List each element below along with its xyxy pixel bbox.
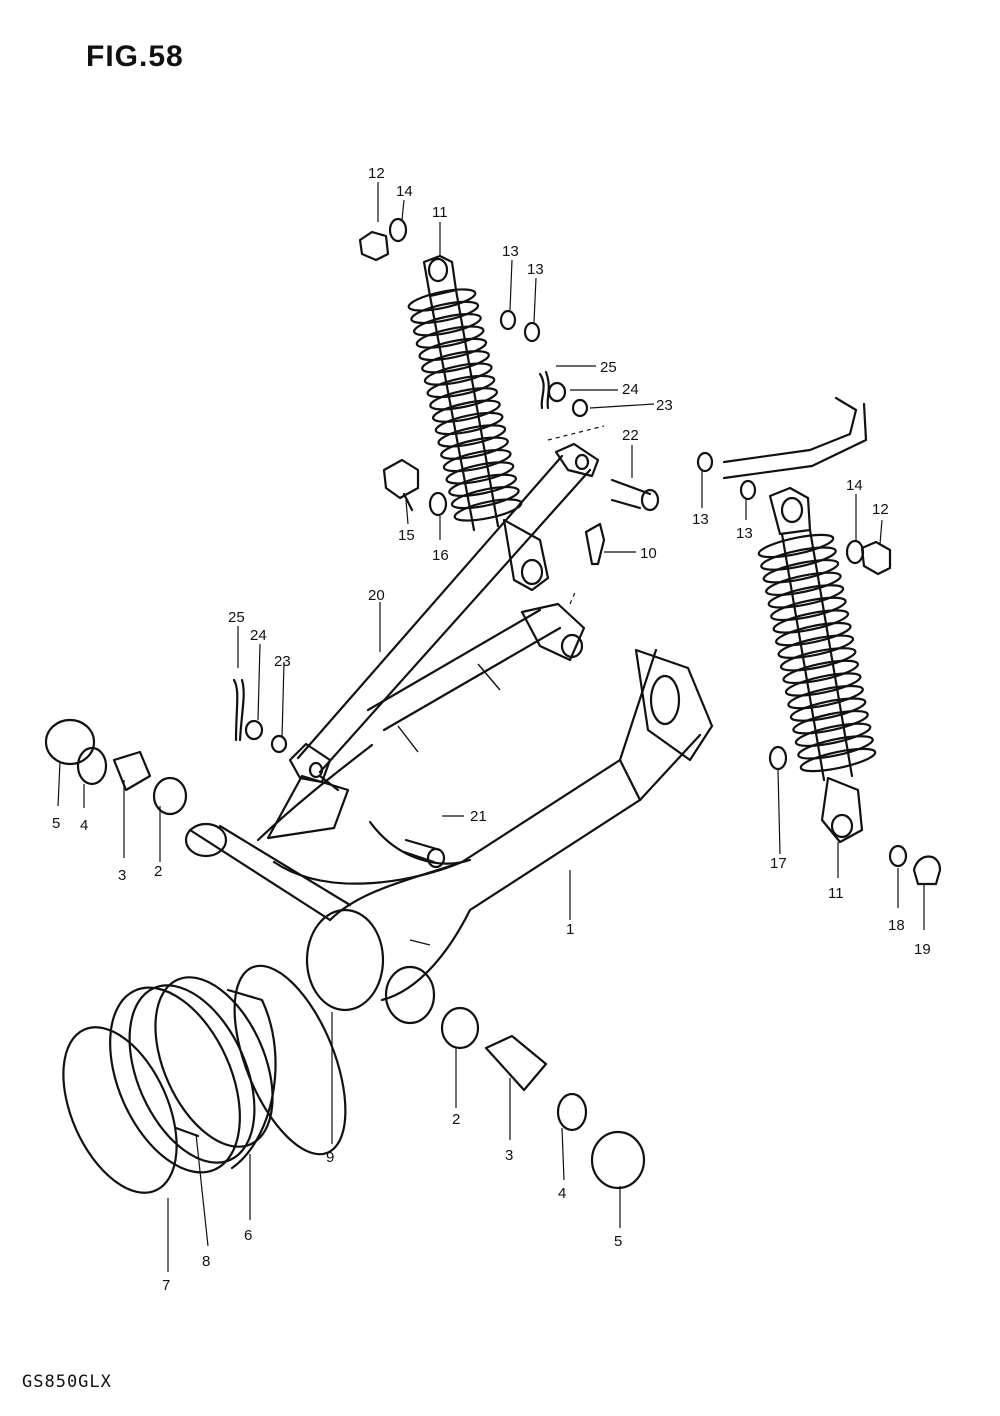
spring-coil	[434, 411, 504, 436]
spring-coil	[792, 709, 869, 735]
callout-19: 19	[914, 941, 931, 958]
callout-14: 14	[846, 477, 863, 494]
callout-5: 5	[614, 1233, 622, 1250]
spring-coil	[767, 584, 845, 609]
torque-link-rod	[288, 442, 600, 784]
spring-coil	[777, 634, 855, 659]
callout-13: 13	[527, 261, 544, 278]
left-shock-absorber	[407, 254, 550, 592]
spring-coil	[784, 672, 862, 697]
right-shock-absorber	[757, 486, 877, 844]
callout-9: 9	[326, 1149, 334, 1166]
callout-24: 24	[622, 381, 639, 398]
callout-10: 10	[640, 545, 657, 562]
figure-title: FIG.58	[86, 40, 184, 73]
leader-lines	[57, 182, 925, 1272]
callout-8: 8	[202, 1253, 210, 1270]
callout-11: 11	[432, 204, 448, 221]
callout-3: 3	[118, 867, 126, 884]
spring-coil	[799, 747, 877, 773]
spring-coil	[442, 448, 512, 473]
callout-15: 15	[398, 527, 415, 544]
spring-coil	[774, 621, 852, 647]
rubber-boot	[62, 964, 347, 1194]
callout-24: 24	[250, 627, 267, 644]
callout-1: 1	[566, 921, 574, 938]
spring-coil	[794, 722, 872, 748]
callout-23: 23	[274, 653, 291, 670]
spring-coil	[418, 337, 488, 362]
callout-18: 18	[888, 917, 905, 934]
callout-2: 2	[452, 1111, 460, 1128]
spring-coil	[779, 647, 857, 672]
spring-coil	[415, 325, 485, 349]
callout-16: 16	[432, 547, 449, 564]
spring-coil	[772, 609, 850, 634]
callout-25: 25	[600, 359, 617, 376]
callout-17: 17	[770, 855, 787, 872]
spring-coil	[440, 436, 509, 460]
callout-21: 21	[470, 808, 487, 825]
spring-coil	[762, 558, 840, 584]
spring-coil	[453, 498, 523, 522]
spring-coil	[437, 424, 507, 448]
callout-labels: 12 14 11 13 13 25 24 23 22 13 13 14 12 1…	[52, 165, 931, 1294]
callout-14: 14	[396, 183, 413, 200]
model-code: GS850GLX	[22, 1372, 112, 1392]
spring-coil	[445, 461, 515, 485]
spring-coil	[770, 596, 847, 622]
spring-coil	[413, 313, 482, 337]
spring-coil	[429, 387, 498, 411]
spring-coil	[765, 571, 842, 597]
spring-coil	[782, 659, 860, 685]
callout-22: 22	[622, 427, 639, 444]
callout-13: 13	[736, 525, 753, 542]
spring-coil	[448, 473, 517, 497]
spring-coil	[787, 684, 864, 710]
callout-5: 5	[52, 815, 60, 832]
spring-coil	[760, 546, 837, 571]
callout-4: 4	[558, 1185, 566, 1202]
spring-coil	[789, 697, 867, 722]
callout-20: 20	[368, 587, 385, 604]
spring-coil	[426, 374, 496, 399]
callout-6: 6	[244, 1227, 252, 1244]
callout-2: 2	[154, 863, 162, 880]
callout-7: 7	[162, 1277, 170, 1294]
callout-13: 13	[692, 511, 709, 528]
spring-coil	[423, 362, 493, 386]
spring-coil	[450, 485, 520, 510]
callout-4: 4	[80, 817, 88, 834]
callout-3: 3	[505, 1147, 513, 1164]
spring-coil	[421, 350, 490, 374]
spring-coil	[797, 735, 874, 760]
spring-coil	[410, 300, 480, 325]
spring-coil	[757, 533, 835, 559]
callout-23: 23	[656, 397, 673, 414]
callout-12: 12	[368, 165, 385, 182]
callout-12: 12	[872, 501, 889, 518]
spring-coil	[407, 288, 477, 312]
spring-coil	[432, 399, 501, 423]
swing-arm	[184, 602, 714, 1025]
callout-13: 13	[502, 243, 519, 260]
callout-25: 25	[228, 609, 245, 626]
fasteners	[44, 217, 942, 1190]
callout-11: 11	[828, 885, 844, 902]
